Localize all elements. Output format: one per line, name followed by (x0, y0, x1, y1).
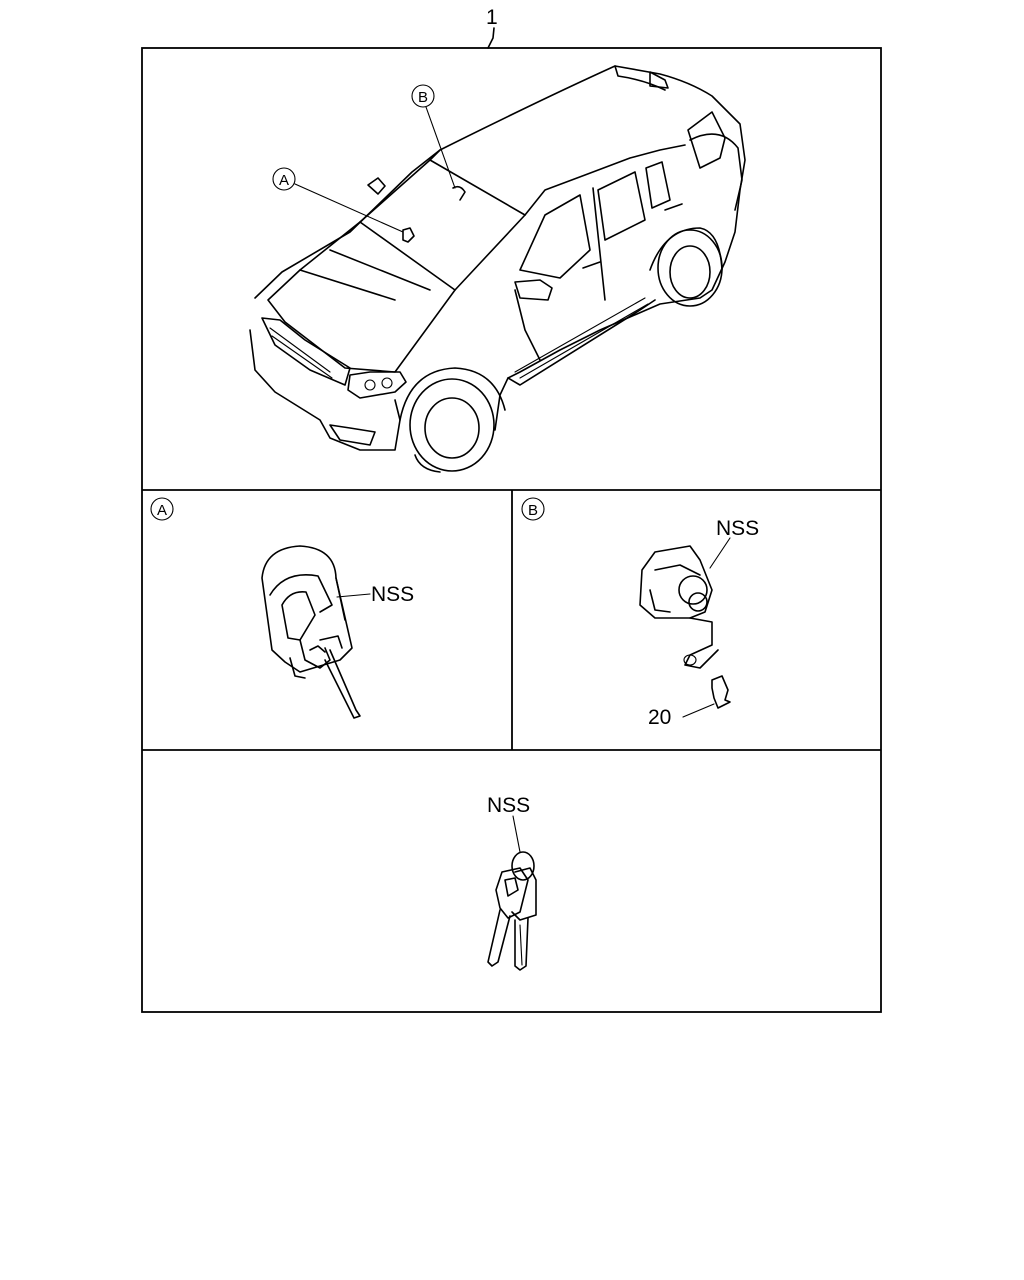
callout-a-vehicle: A (272, 167, 404, 233)
vehicle-illustration (249, 65, 746, 473)
nss-label-keys: NSS (487, 794, 530, 817)
door-lock-cylinder-illustration (639, 545, 731, 709)
callout-b-letter: B (418, 89, 428, 106)
nss-leader-b (709, 537, 731, 569)
panel-b-letter: B (528, 502, 538, 519)
bolt-leader (682, 703, 715, 718)
callout-a-panel: A (150, 497, 174, 521)
ignition-cylinder-illustration (261, 545, 361, 719)
callout-b-panel: B (521, 497, 545, 521)
part-number-bolt: 20 (648, 706, 671, 729)
panel-a-letter: A (157, 502, 167, 519)
assembly-leader-line (487, 27, 495, 49)
diagram-frame (141, 47, 882, 1013)
nss-label-ignition-cylinder: NSS (371, 583, 414, 606)
nss-label-door-lock-cylinder: NSS (716, 517, 759, 540)
keys-illustration (487, 851, 537, 971)
nss-leader-a (336, 593, 371, 598)
nss-leader-keys (512, 815, 521, 853)
assembly-number: 1 (486, 6, 498, 29)
callout-b-vehicle: B (411, 84, 456, 189)
callout-a-letter: A (279, 172, 289, 189)
